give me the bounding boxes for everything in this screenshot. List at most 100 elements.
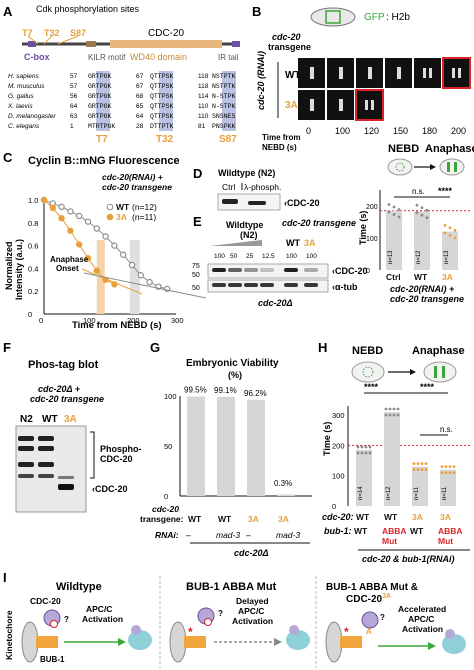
panel-f-label: F: [3, 340, 11, 355]
b2-point: [448, 233, 452, 237]
kilr-domain: [86, 41, 96, 47]
g-ytick: 0: [164, 492, 168, 501]
g-transgene: 3A: [248, 514, 259, 524]
f-band-phospho: [18, 474, 34, 478]
e-col-wt: WT: [286, 238, 300, 248]
h-point: [412, 468, 416, 472]
e-dilution: 25: [246, 253, 254, 260]
c-point: [67, 227, 74, 234]
b2-chrom-left: [447, 162, 450, 172]
f-band-phospho: [18, 446, 34, 451]
h-point: [392, 407, 396, 411]
panel-c-sub-1: cdc-20(RNAi) +: [102, 172, 163, 182]
c-point: [93, 225, 101, 232]
g-bar: [277, 494, 295, 496]
g-transgene-label: cdc-20: [152, 504, 179, 514]
h-caption: cdc-20 & bub-1(RNAi): [362, 554, 455, 564]
c-anaphase-wt: [129, 240, 140, 314]
c-legend-name: WT: [116, 202, 130, 212]
e-band-tubulin: [284, 283, 298, 287]
h-bub1: Mut: [438, 536, 453, 546]
viability-bar-chart: 05010099.5%WT–99.1%WTmad-396.2%3A–0.3%3A…: [164, 386, 312, 540]
kilr-label: KILR motif: [88, 53, 126, 62]
h-point: [384, 407, 388, 411]
h-ytick: 100: [332, 472, 345, 481]
c-point: [146, 278, 153, 286]
chromosome: [310, 67, 314, 79]
h-point: [416, 462, 420, 466]
time-tick: 180: [422, 126, 437, 136]
species-5: D. melanogaster: [8, 113, 57, 120]
h-ns: n.s.: [440, 425, 453, 434]
chromosome: [368, 67, 372, 79]
site-t32: T32: [44, 28, 60, 38]
i-col2-q: ?: [218, 609, 223, 618]
c-ytick: 0.8: [28, 219, 38, 228]
row-3a-label: 3A: [285, 100, 298, 111]
c-xtick: 100: [83, 316, 96, 325]
h-point: [444, 471, 448, 475]
h-ytick: 300: [332, 411, 345, 420]
h-point: [444, 465, 448, 469]
microscopy-grid: [298, 57, 471, 121]
h-point: [384, 413, 388, 417]
h-bub1: ABBA: [438, 526, 463, 536]
b2-point: [453, 228, 457, 232]
h-point: [420, 468, 424, 472]
e-band-cdc20: [304, 268, 318, 272]
h-cdc20: 3A: [412, 512, 423, 522]
h-point: [424, 462, 428, 466]
f-band-phospho: [18, 436, 34, 441]
c-anno-arrow-3a: [81, 268, 143, 295]
i-col1-apcc: [128, 630, 152, 650]
g-transgene-label-2: transgene:: [140, 514, 184, 524]
panel-c-label: C: [3, 150, 13, 165]
h-point: [452, 471, 456, 475]
b2-point: [397, 208, 401, 211]
time-tick: 100: [335, 126, 350, 136]
g-unit: (%): [228, 370, 242, 380]
f-lane-wt: WT: [42, 414, 58, 425]
row-wt-label: WT: [285, 70, 301, 81]
b2-point: [425, 208, 429, 212]
b2-caption-2: cdc-20 transgene: [390, 294, 464, 304]
f-band-phospho: [38, 474, 54, 478]
h-chrom-left: [434, 366, 437, 378]
panel-i-label: I: [3, 570, 7, 585]
b2-point: [387, 203, 391, 206]
h-n: n=11: [414, 486, 420, 500]
d-lane-phosph: λ-phosph.: [244, 182, 281, 192]
c-legend-marker: [106, 213, 114, 221]
h-nebd-label: NEBD: [352, 345, 383, 357]
align-seq: DTTPTK: [150, 123, 174, 130]
h-point: [368, 451, 372, 455]
h-point: [448, 471, 452, 475]
i-col3-a-site: A: [366, 627, 372, 636]
i-col3-act-2: APC/C: [408, 614, 434, 624]
i-col2-phos-site: [204, 618, 212, 626]
e-band-tub: ‹α-tub: [332, 282, 358, 292]
b2-stars: ****: [438, 186, 453, 196]
i-col3-title-2: CDC-203A: [346, 593, 391, 605]
d-band-ctrl: [222, 199, 238, 204]
h-ytick: 0: [332, 502, 336, 511]
d-title: Wildtype (N2): [218, 168, 275, 178]
h-n: n=12: [386, 486, 392, 500]
site-t7: T7: [22, 28, 33, 38]
b2-point: [397, 215, 401, 219]
align-seq: GRTPGK: [88, 73, 112, 80]
h-point: [412, 462, 416, 466]
h-point: [440, 465, 444, 469]
align-seq: QTTPSK: [150, 103, 174, 110]
g-transgene: WT: [188, 514, 202, 524]
g-value: 0.3%: [274, 479, 292, 488]
e-dilution: 100: [286, 253, 297, 260]
align-seq: NSTPTK: [212, 73, 236, 80]
wd40-domain: [110, 40, 222, 48]
g-transgene: WT: [218, 514, 232, 524]
panel-c-sub-2: cdc-20 transgene: [102, 182, 172, 192]
c-point: [128, 261, 136, 269]
g-bar: [217, 396, 235, 496]
align-pos: 63: [70, 113, 78, 120]
c-anno-1: Anaphase: [50, 255, 89, 264]
